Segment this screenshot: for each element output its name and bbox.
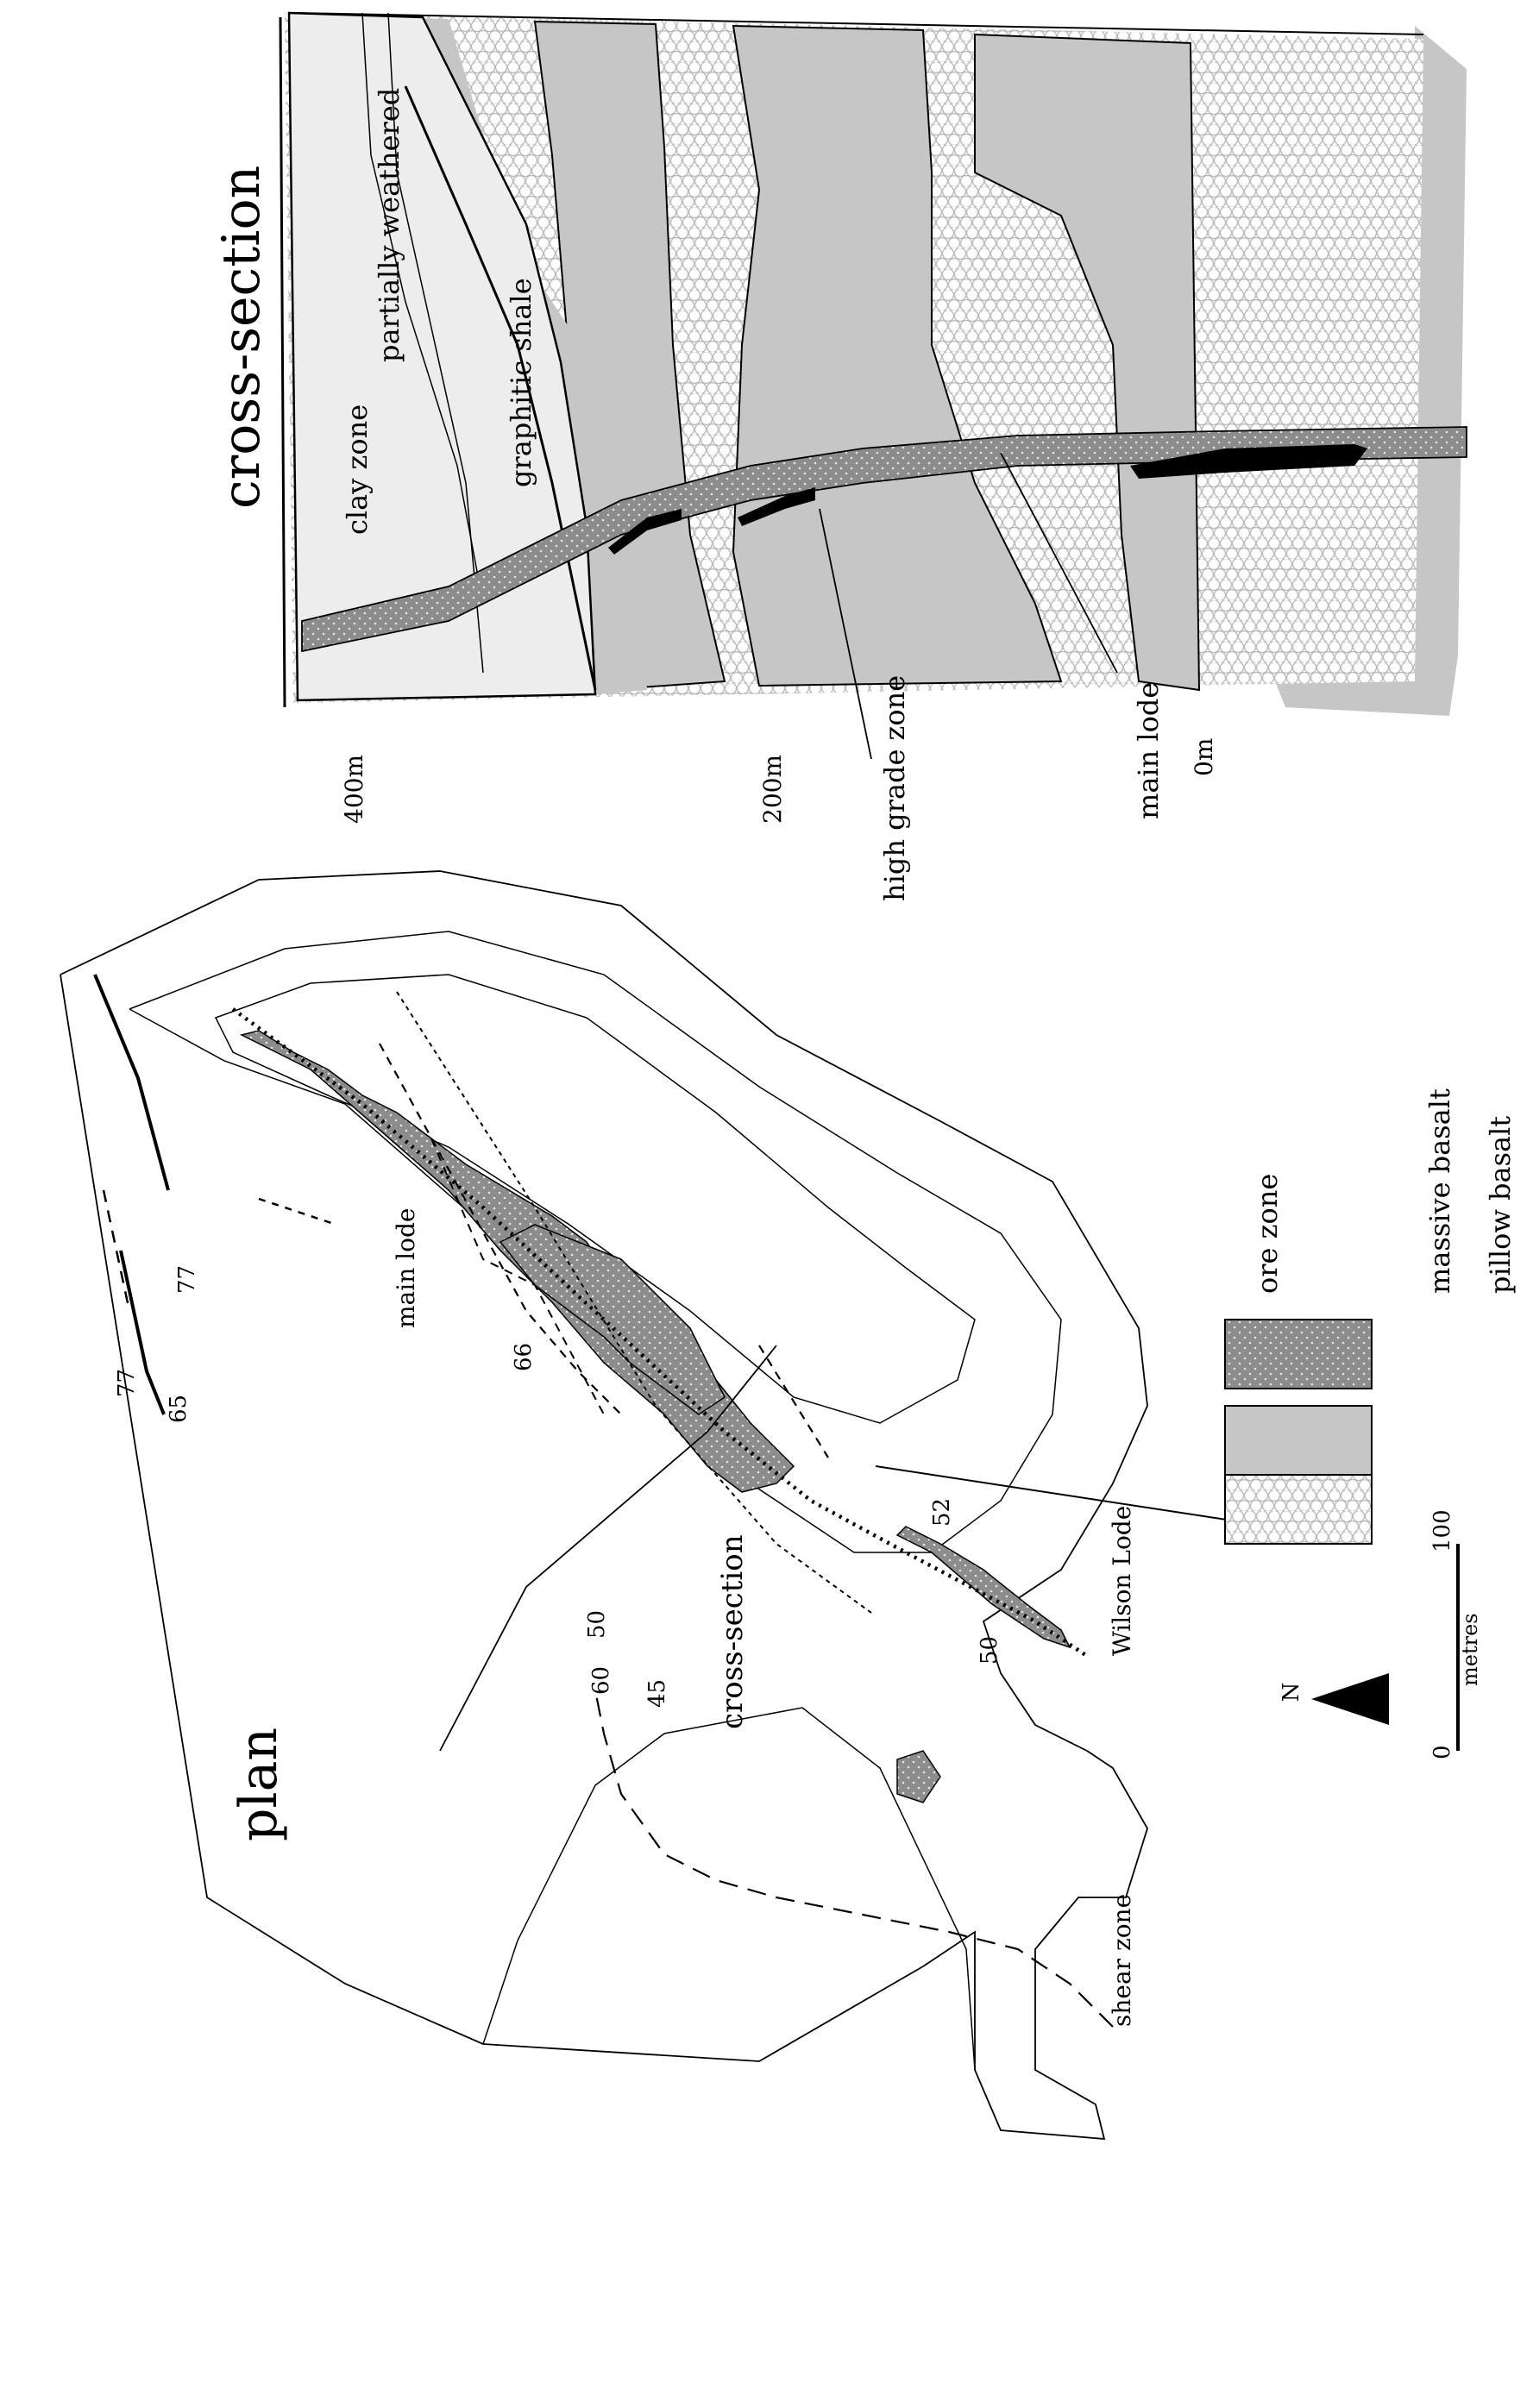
north-arrow-icon [1311, 1673, 1389, 1725]
plan-title: plan [229, 1728, 289, 1841]
legend-massive-basalt-label: massive basalt [1423, 1088, 1456, 1294]
xsec-top-line [292, 12, 1424, 35]
plan-ore-zone-islet [896, 1750, 941, 1803]
scale-max-label: 100 [1429, 1509, 1455, 1552]
plan-wilson-lode-label: Wilson Lode [1108, 1506, 1136, 1656]
xsec-weathered-line [361, 12, 484, 605]
plan-fault-8 [439, 1345, 777, 1752]
depth-tick-400: 400m [340, 755, 368, 824]
xsec-high-grade-pod-1 [608, 509, 682, 555]
scale-bar: N 0 100 metres [1279, 1509, 1482, 1759]
legend-swatch-massive-basalt [1224, 1405, 1373, 1476]
clay-zone-label: clay zone [341, 404, 374, 535]
plan-main-lode-label: main lode [392, 1208, 420, 1328]
high-grade-zone-label: high grade zone [878, 675, 911, 901]
main-lode-xsec-label: main lode [1132, 682, 1165, 819]
plan-ore-zone-south [895, 1526, 1071, 1649]
xsec-high-grade-pod-2 [738, 487, 815, 526]
scale-unit-label: metres [1458, 1613, 1482, 1686]
legend-swatch-pillow-basalt [1224, 1474, 1373, 1545]
partially-weathered-label: partially weathered [373, 88, 405, 362]
cross-section-title: cross-section [211, 166, 272, 509]
dip-label: 66 [511, 1343, 537, 1371]
north-label: N [1279, 1683, 1304, 1703]
plan-fault-4 [258, 1197, 337, 1226]
plan-fault-7 [758, 1345, 829, 1458]
xsec-massive-band-2 [732, 24, 1063, 687]
xsec-surface-line [279, 16, 286, 708]
plan-cross-section-label: cross-section [715, 1534, 750, 1729]
plan-fault-2 [93, 974, 170, 1191]
dip-label: 65 [166, 1395, 192, 1423]
xsec-high-grade-pod-3 [1130, 444, 1367, 479]
xsec-leader-high-grade [819, 508, 872, 760]
plan-fault-5 [430, 1138, 605, 1415]
xsec-weathered-line-2 [387, 12, 484, 674]
legend-swatch-ore-zone [1224, 1319, 1373, 1389]
plan-shear-zone [594, 1690, 1114, 2028]
dip-label: 45 [644, 1679, 670, 1708]
dip-label: 50 [977, 1636, 1002, 1665]
xsec-massive-band-1 [533, 20, 726, 692]
dip-label: 77 [114, 1369, 140, 1397]
depth-tick-200: 200m [758, 755, 787, 824]
plan-right-contour [482, 1707, 976, 2071]
plan-shear-zone-label: shear zone [1108, 1894, 1136, 2027]
plan-panel: plan cross-section main lode Wilson Lode… [60, 870, 1329, 2141]
plan-ore-zone-2 [499, 1224, 726, 1415]
depth-tick-0: 0m [1190, 738, 1218, 776]
dip-label: 50 [584, 1610, 610, 1639]
plan-wilson-lode-trace [396, 991, 872, 1614]
graphitic-shale-label: graphitic shale [505, 278, 537, 487]
plan-fault-1 [119, 1250, 166, 1415]
plan-fault-3 [102, 1189, 131, 1312]
xsec-massive-band-3 [974, 33, 1201, 692]
xsec-clay-zone [287, 11, 597, 702]
legend: ore zone massive basalt pillow basalt [1224, 1088, 1517, 1545]
legend-ore-zone-label: ore zone [1251, 1174, 1284, 1294]
plan-fault-6 [379, 1043, 622, 1415]
xsec-leader-main-lode [1000, 452, 1118, 674]
plan-inner-contour [214, 974, 976, 1424]
cross-section-panel: cross-section clay zone partially weathe… [211, 11, 1467, 901]
dip-label: 60 [588, 1666, 614, 1695]
legend-pillow-basalt-label: pillow basalt [1484, 1116, 1517, 1294]
dip-label: 77 [174, 1265, 200, 1294]
plan-outer-contour [60, 870, 1148, 2141]
scale-min-label: 0 [1429, 1745, 1455, 1759]
dip-label: 52 [929, 1498, 955, 1527]
